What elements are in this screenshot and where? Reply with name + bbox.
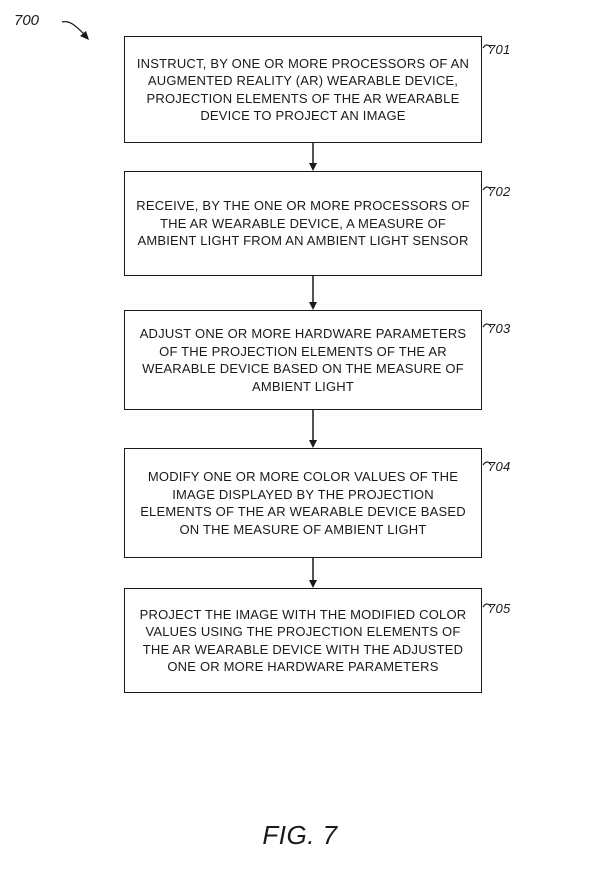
step-box-704: MODIFY ONE OR MORE COLOR VALUES OF THE I… <box>124 448 482 558</box>
step-box-703: ADJUST ONE OR MORE HARDWARE PARAMETERS O… <box>124 310 482 410</box>
step-text-704: MODIFY ONE OR MORE COLOR VALUES OF THE I… <box>140 469 466 537</box>
step-ref-704: 704 <box>488 459 511 474</box>
ref-leader-701 <box>482 44 492 49</box>
step-ref-705: 705 <box>488 601 511 616</box>
ref-leader-702 <box>482 186 492 191</box>
step-ref-701: 701 <box>488 42 511 57</box>
step-ref-703: 703 <box>488 321 511 336</box>
step-text-701: INSTRUCT, BY ONE OR MORE PROCESSORS OF A… <box>136 55 470 124</box>
step-box-705: PROJECT THE IMAGE WITH THE MODIFIED COLO… <box>124 588 482 693</box>
figure-pointer-arrow <box>61 21 87 37</box>
step-box-701: INSTRUCT, BY ONE OR MORE PROCESSORS OF A… <box>124 36 482 143</box>
step-text-703: ADJUST ONE OR MORE HARDWARE PARAMETERS O… <box>139 326 467 394</box>
figure-number: 700 <box>14 12 40 29</box>
figure-pointer-arrowhead <box>80 31 89 40</box>
step-text-702: RECEIVE, BY THE ONE OR MORE PROCESSORS O… <box>136 198 470 249</box>
ref-leader-703 <box>482 323 492 328</box>
figure-caption: FIG. 7 <box>262 820 338 850</box>
ref-leader-704 <box>482 461 492 466</box>
step-text-705: PROJECT THE IMAGE WITH THE MODIFIED COLO… <box>139 606 467 675</box>
step-box-702: RECEIVE, BY THE ONE OR MORE PROCESSORS O… <box>124 171 482 276</box>
step-ref-702: 702 <box>488 184 511 199</box>
ref-leader-705 <box>482 603 492 608</box>
